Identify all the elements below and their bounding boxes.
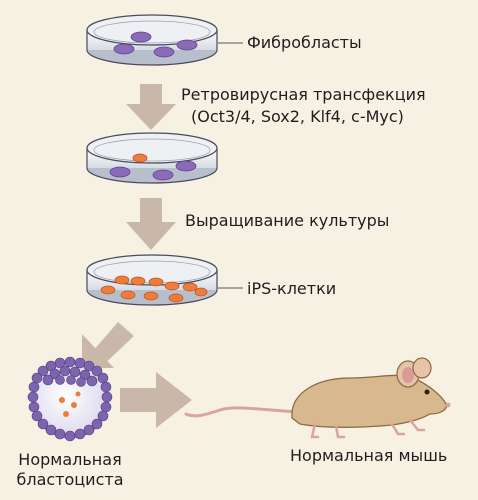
blastocyst [27, 356, 113, 442]
blastocyst-label-line1: Нормальная [18, 450, 122, 469]
dish-fibroblasts [86, 14, 218, 66]
mouse-label: Нормальная мышь [290, 446, 448, 465]
dish-ips [86, 254, 218, 306]
mouse-illustration [184, 357, 451, 439]
blastocyst-label-line2: бластоциста [16, 470, 124, 489]
ips-cells-label: iPS-клетки [247, 279, 337, 298]
fibroblasts-label: Фибробласты [247, 33, 362, 52]
arrow-diagonal [82, 322, 134, 370]
transfection-factors-label: (Oct3/4, Sox2, Klf4, c-Myc) [191, 107, 404, 126]
transfection-label-line1: Ретровирусная трансфекция [181, 85, 426, 104]
arrow-down-2 [126, 198, 176, 250]
arrow-right [120, 372, 192, 428]
arrow-down-1 [126, 84, 176, 130]
culture-label: Выращивание культуры [185, 211, 390, 230]
dish-transfected [86, 132, 218, 184]
